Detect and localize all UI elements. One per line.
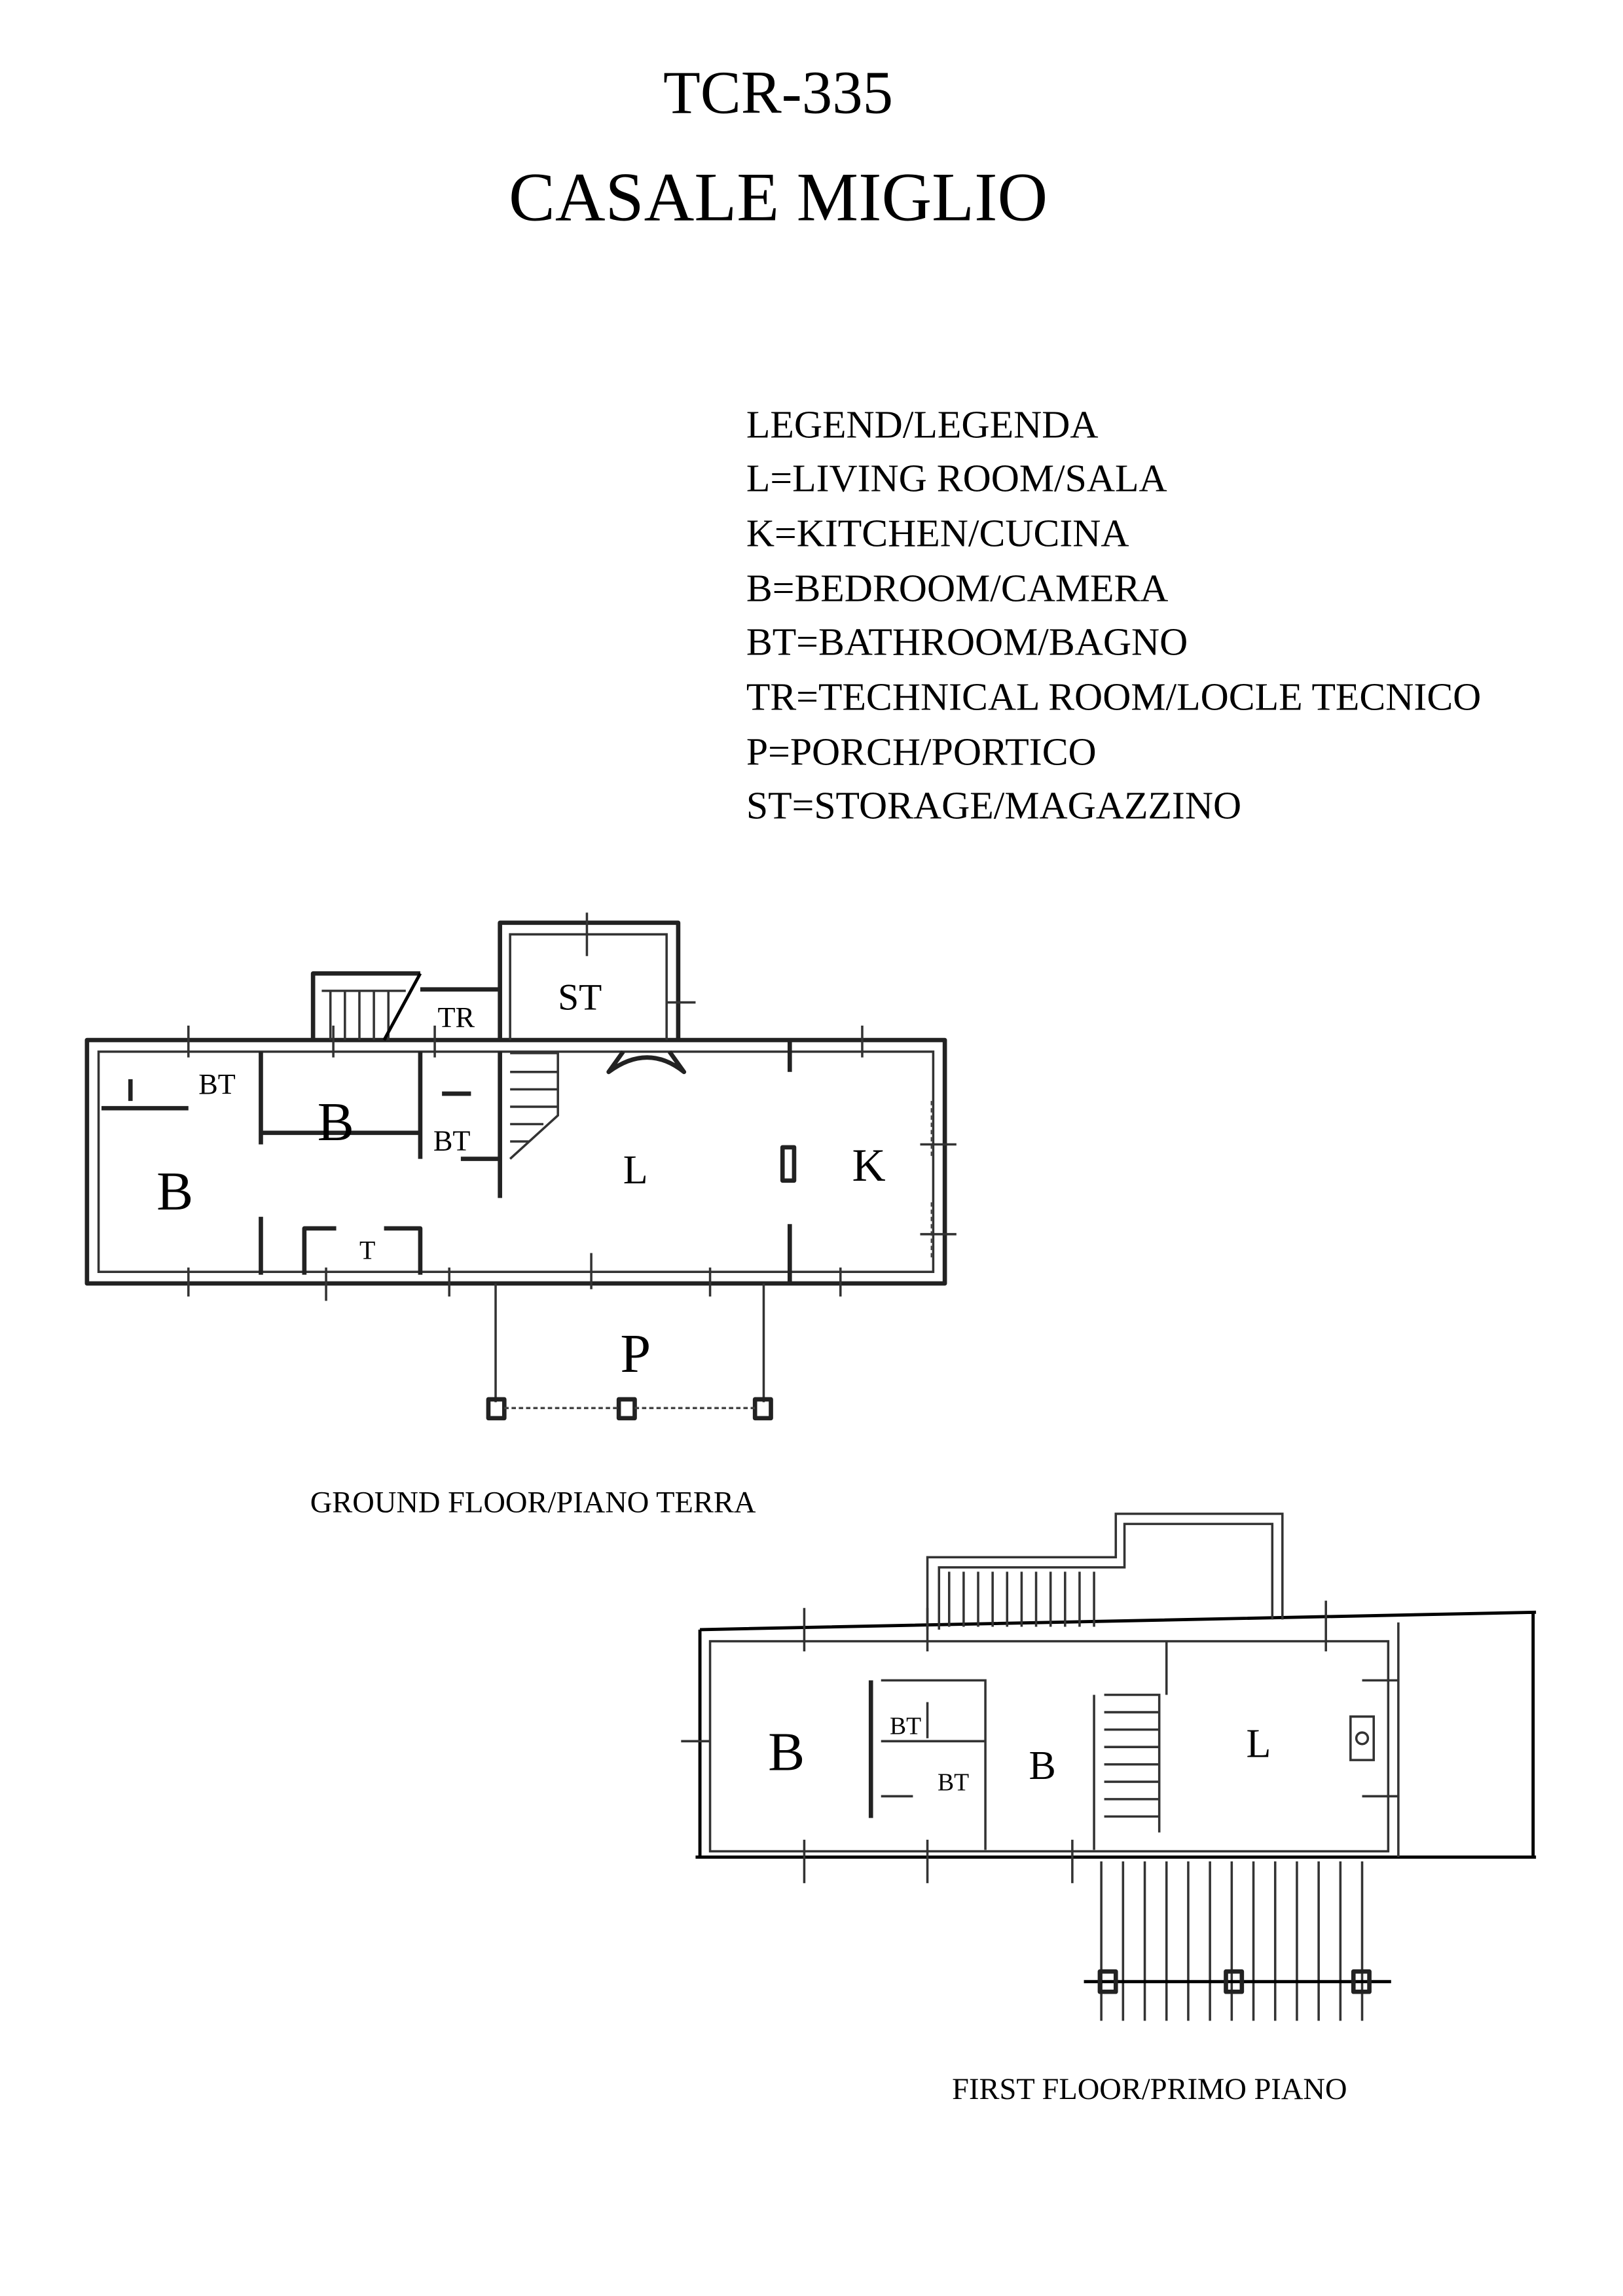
legend-item: BT=BATHROOM/BAGNO <box>746 620 1188 663</box>
room-label-t: T <box>359 1236 375 1265</box>
first-floor-caption: FIRST FLOOR/PRIMO PIANO <box>952 2073 1347 2106</box>
ground-floor-caption: GROUND FLOOR/PIANO TERRA <box>310 1486 756 1520</box>
room-label-b: B <box>156 1161 193 1222</box>
first-floor-plan: B BT BT B L FIRST FLOOR/PRIMO PIANO <box>681 1513 1537 2106</box>
room-label-l: L <box>623 1148 648 1193</box>
room-label-k: K <box>852 1140 885 1191</box>
room-label-bt: BT <box>198 1068 236 1100</box>
legend-item: K=KITCHEN/CUCINA <box>746 511 1129 554</box>
room-label-st: ST <box>558 977 602 1018</box>
legend-item: B=BEDROOM/CAMERA <box>746 566 1169 609</box>
room-label-bt: BT <box>890 1712 921 1740</box>
room-label-l: L <box>1246 1722 1271 1767</box>
room-label-p: P <box>620 1323 651 1384</box>
legend: LEGEND/LEGENDA L=LIVING ROOM/SALA K=KITC… <box>746 403 1481 827</box>
legend-item: ST=STORAGE/MAGAZZINO <box>746 783 1241 827</box>
legend-title: LEGEND/LEGENDA <box>746 403 1099 446</box>
legend-item: L=LIVING ROOM/SALA <box>746 456 1167 499</box>
legend-item: TR=TECHNICAL ROOM/LOCLE TECNICO <box>746 675 1481 718</box>
property-code: TCR-335 <box>663 60 893 127</box>
room-label-b: B <box>1029 1744 1055 1788</box>
room-label-b: B <box>768 1722 805 1783</box>
room-label-tr: TR <box>437 1001 475 1033</box>
property-name: CASALE MIGLIO <box>509 158 1048 235</box>
ground-floor-plan: ST TR BT B BT B L K T P GROUND FLOOR/PIA… <box>84 912 957 1520</box>
legend-item: P=PORCH/PORTICO <box>746 730 1097 774</box>
room-label-bt: BT <box>433 1124 471 1157</box>
room-label-bt: BT <box>938 1769 969 1797</box>
room-label-b: B <box>318 1092 354 1153</box>
